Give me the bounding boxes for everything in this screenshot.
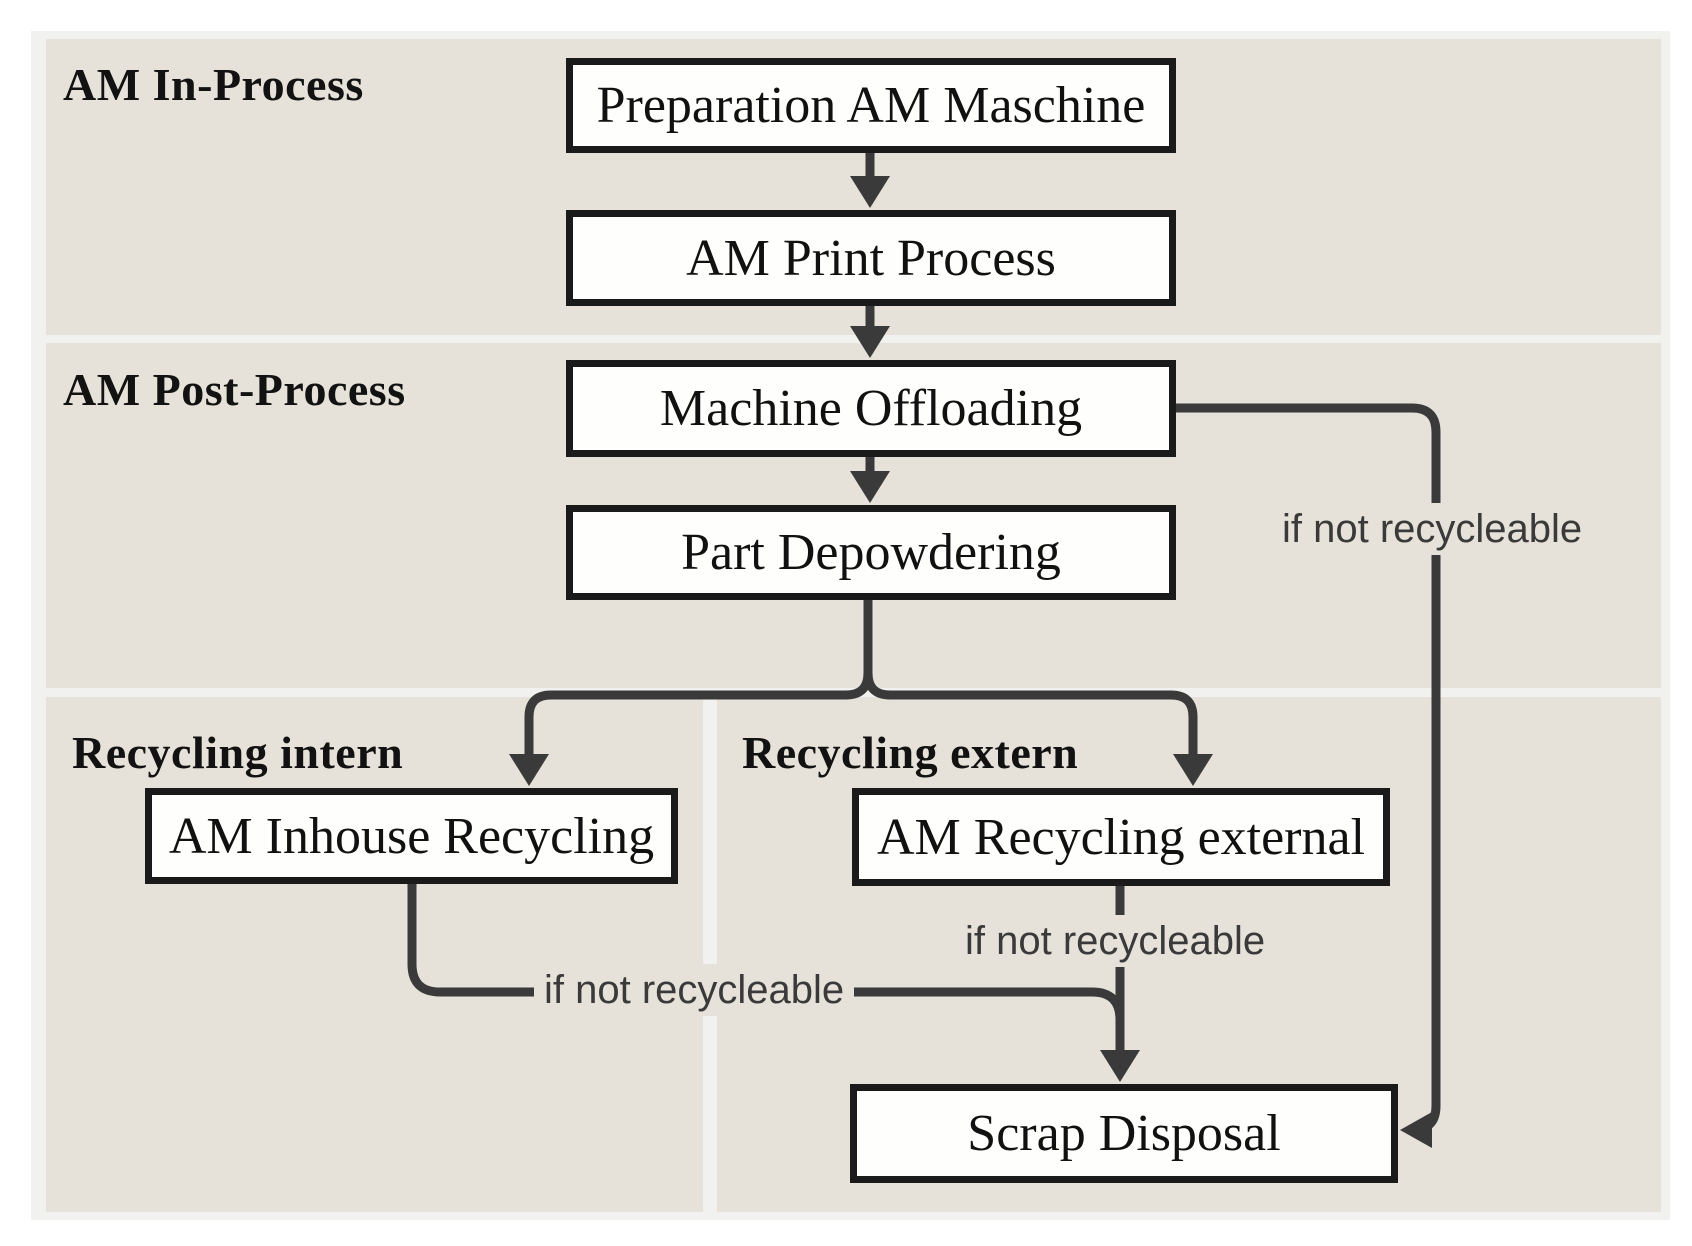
arrowhead-into-scrap-top [1100,1050,1140,1082]
node-label: AM Print Process [686,229,1056,287]
section-title-recycling-extern: Recycling extern [742,727,1079,778]
node-scrap-disposal: Scrap Disposal [850,1084,1398,1183]
node-am-print-process: AM Print Process [566,210,1176,306]
section-title-recycling-intern: Recycling intern [72,727,404,778]
node-label: Preparation AM Maschine [596,77,1146,134]
panel-recycling-intern [46,697,703,1212]
arrowhead-depowder-to-external [1173,754,1213,786]
edge-label-offload-not-recycleable: if not recycleable [1272,503,1593,555]
node-am-recycling-external: AM Recycling external [852,788,1390,886]
arrowhead-prep-to-print [850,176,890,208]
node-preparation-am-machine: Preparation AM Maschine [566,58,1176,153]
arrowhead-print-to-offload [850,326,890,358]
edge-label-external-not-recycleable: if not recycleable [955,915,1276,967]
node-am-inhouse-recycling: AM Inhouse Recycling [145,788,678,884]
section-title-am-in-process: AM In-Process [63,59,364,110]
node-label: Scrap Disposal [967,1105,1281,1162]
node-label: AM Inhouse Recycling [168,807,655,865]
node-label: Part Depowdering [681,524,1061,581]
edge-label-inhouse-not-recycleable: if not recycleable [534,964,855,1016]
node-part-depowdering: Part Depowdering [566,505,1176,600]
arrowhead-offload-to-scrap [1400,1112,1432,1148]
section-title-am-post-process: AM Post-Process [63,364,406,415]
arrowhead-offload-to-depowder [850,471,890,503]
node-label: AM Recycling external [876,808,1366,866]
arrowhead-depowder-to-inhouse [509,754,549,786]
edge-depowder-to-external [863,597,1198,756]
node-machine-offloading: Machine Offloading [566,360,1176,457]
node-label: Machine Offloading [659,380,1083,437]
